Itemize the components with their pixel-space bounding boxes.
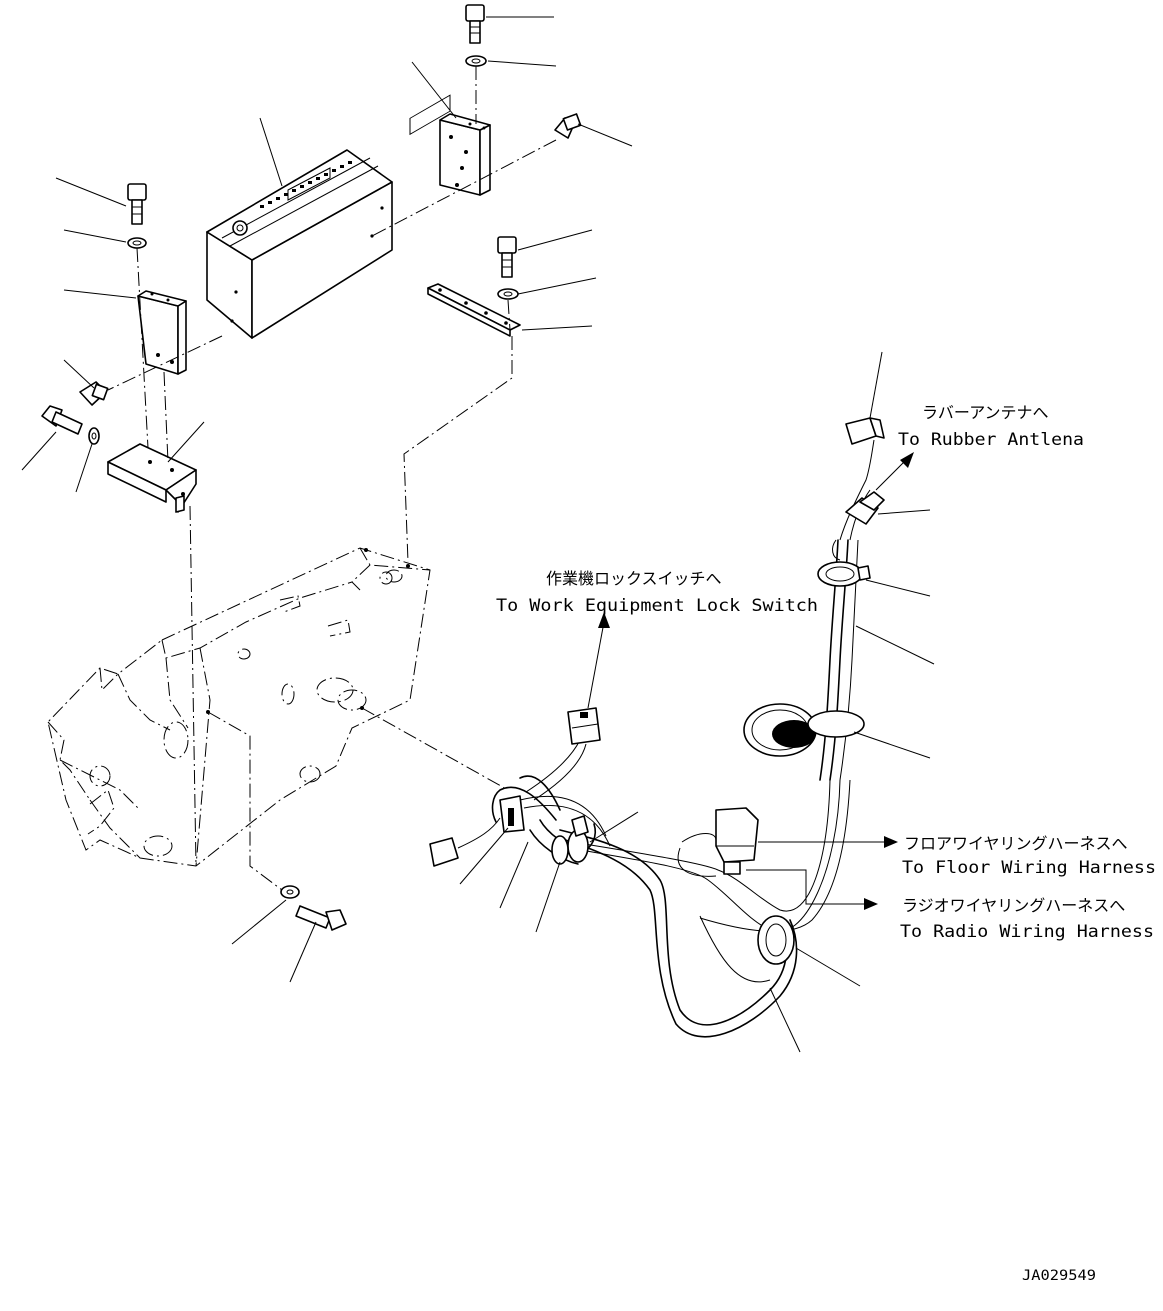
label-radio-harness-en: To Radio Wiring Harness: [900, 922, 1154, 942]
label-rubber-antenna-jp: ラバーアンテナへ: [922, 403, 1049, 422]
arrow-radio-harness: [746, 869, 878, 910]
arrow-floor-harness: [758, 836, 898, 848]
drawing-number: JA029549: [1022, 1268, 1096, 1284]
label-work-lock-switch-en: To Work Equipment Lock Switch: [496, 596, 818, 616]
right-mount-bracket: [439, 113, 491, 196]
screw-right: [554, 113, 582, 139]
left-mount-bracket: [137, 290, 187, 375]
arrow-rubber-antenna: [875, 452, 914, 491]
radio-unit: [206, 94, 451, 339]
bolt-mid-right: [497, 236, 519, 300]
label-floor-harness: フロアワイヤリングハーネスへ To Floor Wiring Harness: [902, 834, 1156, 878]
lower-channel-bracket: [107, 443, 197, 513]
cab-panel-frame: [47, 547, 431, 867]
screw-left: [79, 381, 109, 406]
label-rubber-antenna-en: To Rubber Antlena: [898, 430, 1084, 450]
bolt-top-left: [127, 183, 147, 249]
label-rubber-antenna: ラバーアンテナへ To Rubber Antlena: [898, 403, 1084, 450]
label-radio-harness: ラジオワイヤリングハーネスへ To Radio Wiring Harness: [900, 896, 1154, 942]
label-radio-harness-jp: ラジオワイヤリングハーネスへ: [902, 896, 1125, 915]
label-floor-harness-jp: フロアワイヤリングハーネスへ: [904, 834, 1128, 853]
leader-lines: [21, 16, 935, 1053]
flat-plate-right: [427, 283, 521, 337]
assembly-centerlines: [107, 66, 557, 897]
wiring-harness: [429, 417, 885, 1038]
label-work-lock-switch-jp: 作業機ロックスイッチへ: [546, 569, 722, 588]
label-floor-harness-en: To Floor Wiring Harness: [902, 858, 1156, 878]
bolt-bottom: [280, 885, 347, 931]
label-work-lock-switch: 作業機ロックスイッチへ To Work Equipment Lock Switc…: [496, 569, 818, 616]
bolt-top-right: [465, 4, 487, 67]
bolt-left-horizontal: [41, 405, 100, 445]
arrow-work-lock-switch: [587, 612, 610, 709]
